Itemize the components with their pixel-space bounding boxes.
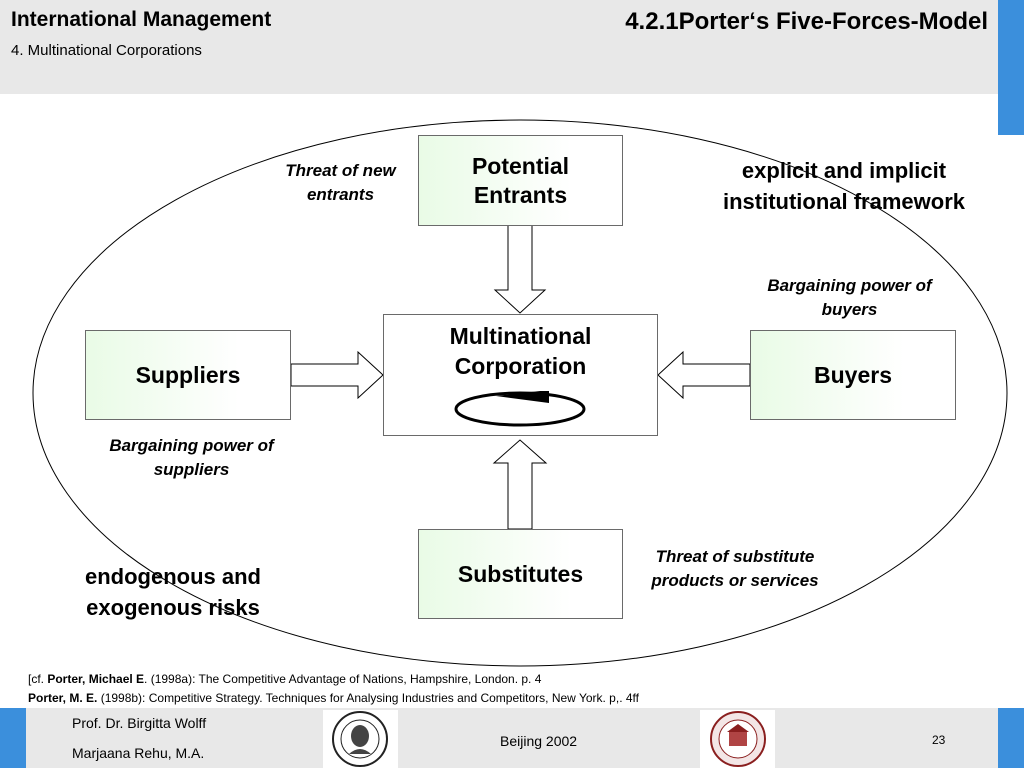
reference-1-prefix: [cf.	[28, 672, 48, 686]
footer-author-2: Marjaana Rehu, M.A.	[72, 745, 205, 761]
chapter-subtitle: 4. Multinational Corporations	[11, 42, 202, 59]
box-buyers: Buyers	[750, 330, 956, 420]
bargaining-buyers-label: Bargaining power of buyers	[767, 276, 932, 319]
arrow-right-icon	[290, 350, 384, 400]
arrow-left-icon	[657, 350, 751, 400]
arrow-down-icon	[493, 224, 547, 314]
magdeburg-seal-icon	[332, 711, 388, 767]
references: [cf. Porter, Michael E. (1998a): The Com…	[28, 670, 639, 708]
suppliers-label: Suppliers	[135, 361, 241, 388]
box-multinational-corporation: Multinational Corporation	[383, 314, 658, 436]
arrow-up-icon	[492, 439, 548, 530]
rotation-cycle-icon	[454, 391, 586, 427]
reference-2: Porter, M. E. (1998b): Competitive Strat…	[28, 689, 639, 708]
page-number: 23	[932, 733, 946, 747]
university-seal-right	[700, 710, 775, 768]
risks-label: endogenous and exogenous risks	[85, 564, 261, 620]
header-accent-bar	[998, 0, 1024, 135]
reference-2-text: (1998b): Competitive Strategy. Technique…	[97, 691, 639, 705]
threat-substitutes-label: Threat of substitute products or service…	[651, 547, 819, 590]
university-seal-left	[323, 710, 398, 768]
reference-1: [cf. Porter, Michael E. (1998a): The Com…	[28, 670, 639, 689]
footer-accent-right	[998, 708, 1024, 768]
slide-title: 4.2.1Porter‘s Five-Forces-Model	[625, 8, 988, 35]
box-suppliers: Suppliers	[85, 330, 291, 420]
box-potential-entrants: Potential Entrants	[418, 135, 623, 226]
reference-2-author: Porter, M. E.	[28, 691, 98, 705]
potential-entrants-label: Potential Entrants	[471, 152, 570, 208]
footer-author-1: Prof. Dr. Birgitta Wolff	[72, 715, 207, 731]
course-title: International Management	[11, 8, 272, 31]
bargaining-suppliers-label: Bargaining power of suppliers	[109, 436, 274, 479]
footer-event: Beijing 2002	[500, 733, 578, 749]
reference-1-text: . (1998a): The Competitive Advantage of …	[144, 672, 542, 686]
center-label: Multinational Corporation	[449, 323, 592, 379]
reference-1-author: Porter, Michael E	[47, 672, 145, 686]
footer-bar	[0, 708, 1024, 768]
substitutes-label: Substitutes	[457, 560, 584, 587]
institutional-framework-ellipse	[32, 119, 1008, 667]
box-substitutes: Substitutes	[418, 529, 623, 619]
footer-accent-left	[0, 708, 26, 768]
beijing-normal-seal-icon	[710, 711, 766, 767]
buyers-label: Buyers	[814, 361, 892, 388]
institutional-framework-label: explicit and implicit institutional fram…	[722, 158, 966, 214]
header-bar	[0, 0, 998, 94]
threat-new-entrants-label: Threat of new entrants	[285, 161, 396, 204]
